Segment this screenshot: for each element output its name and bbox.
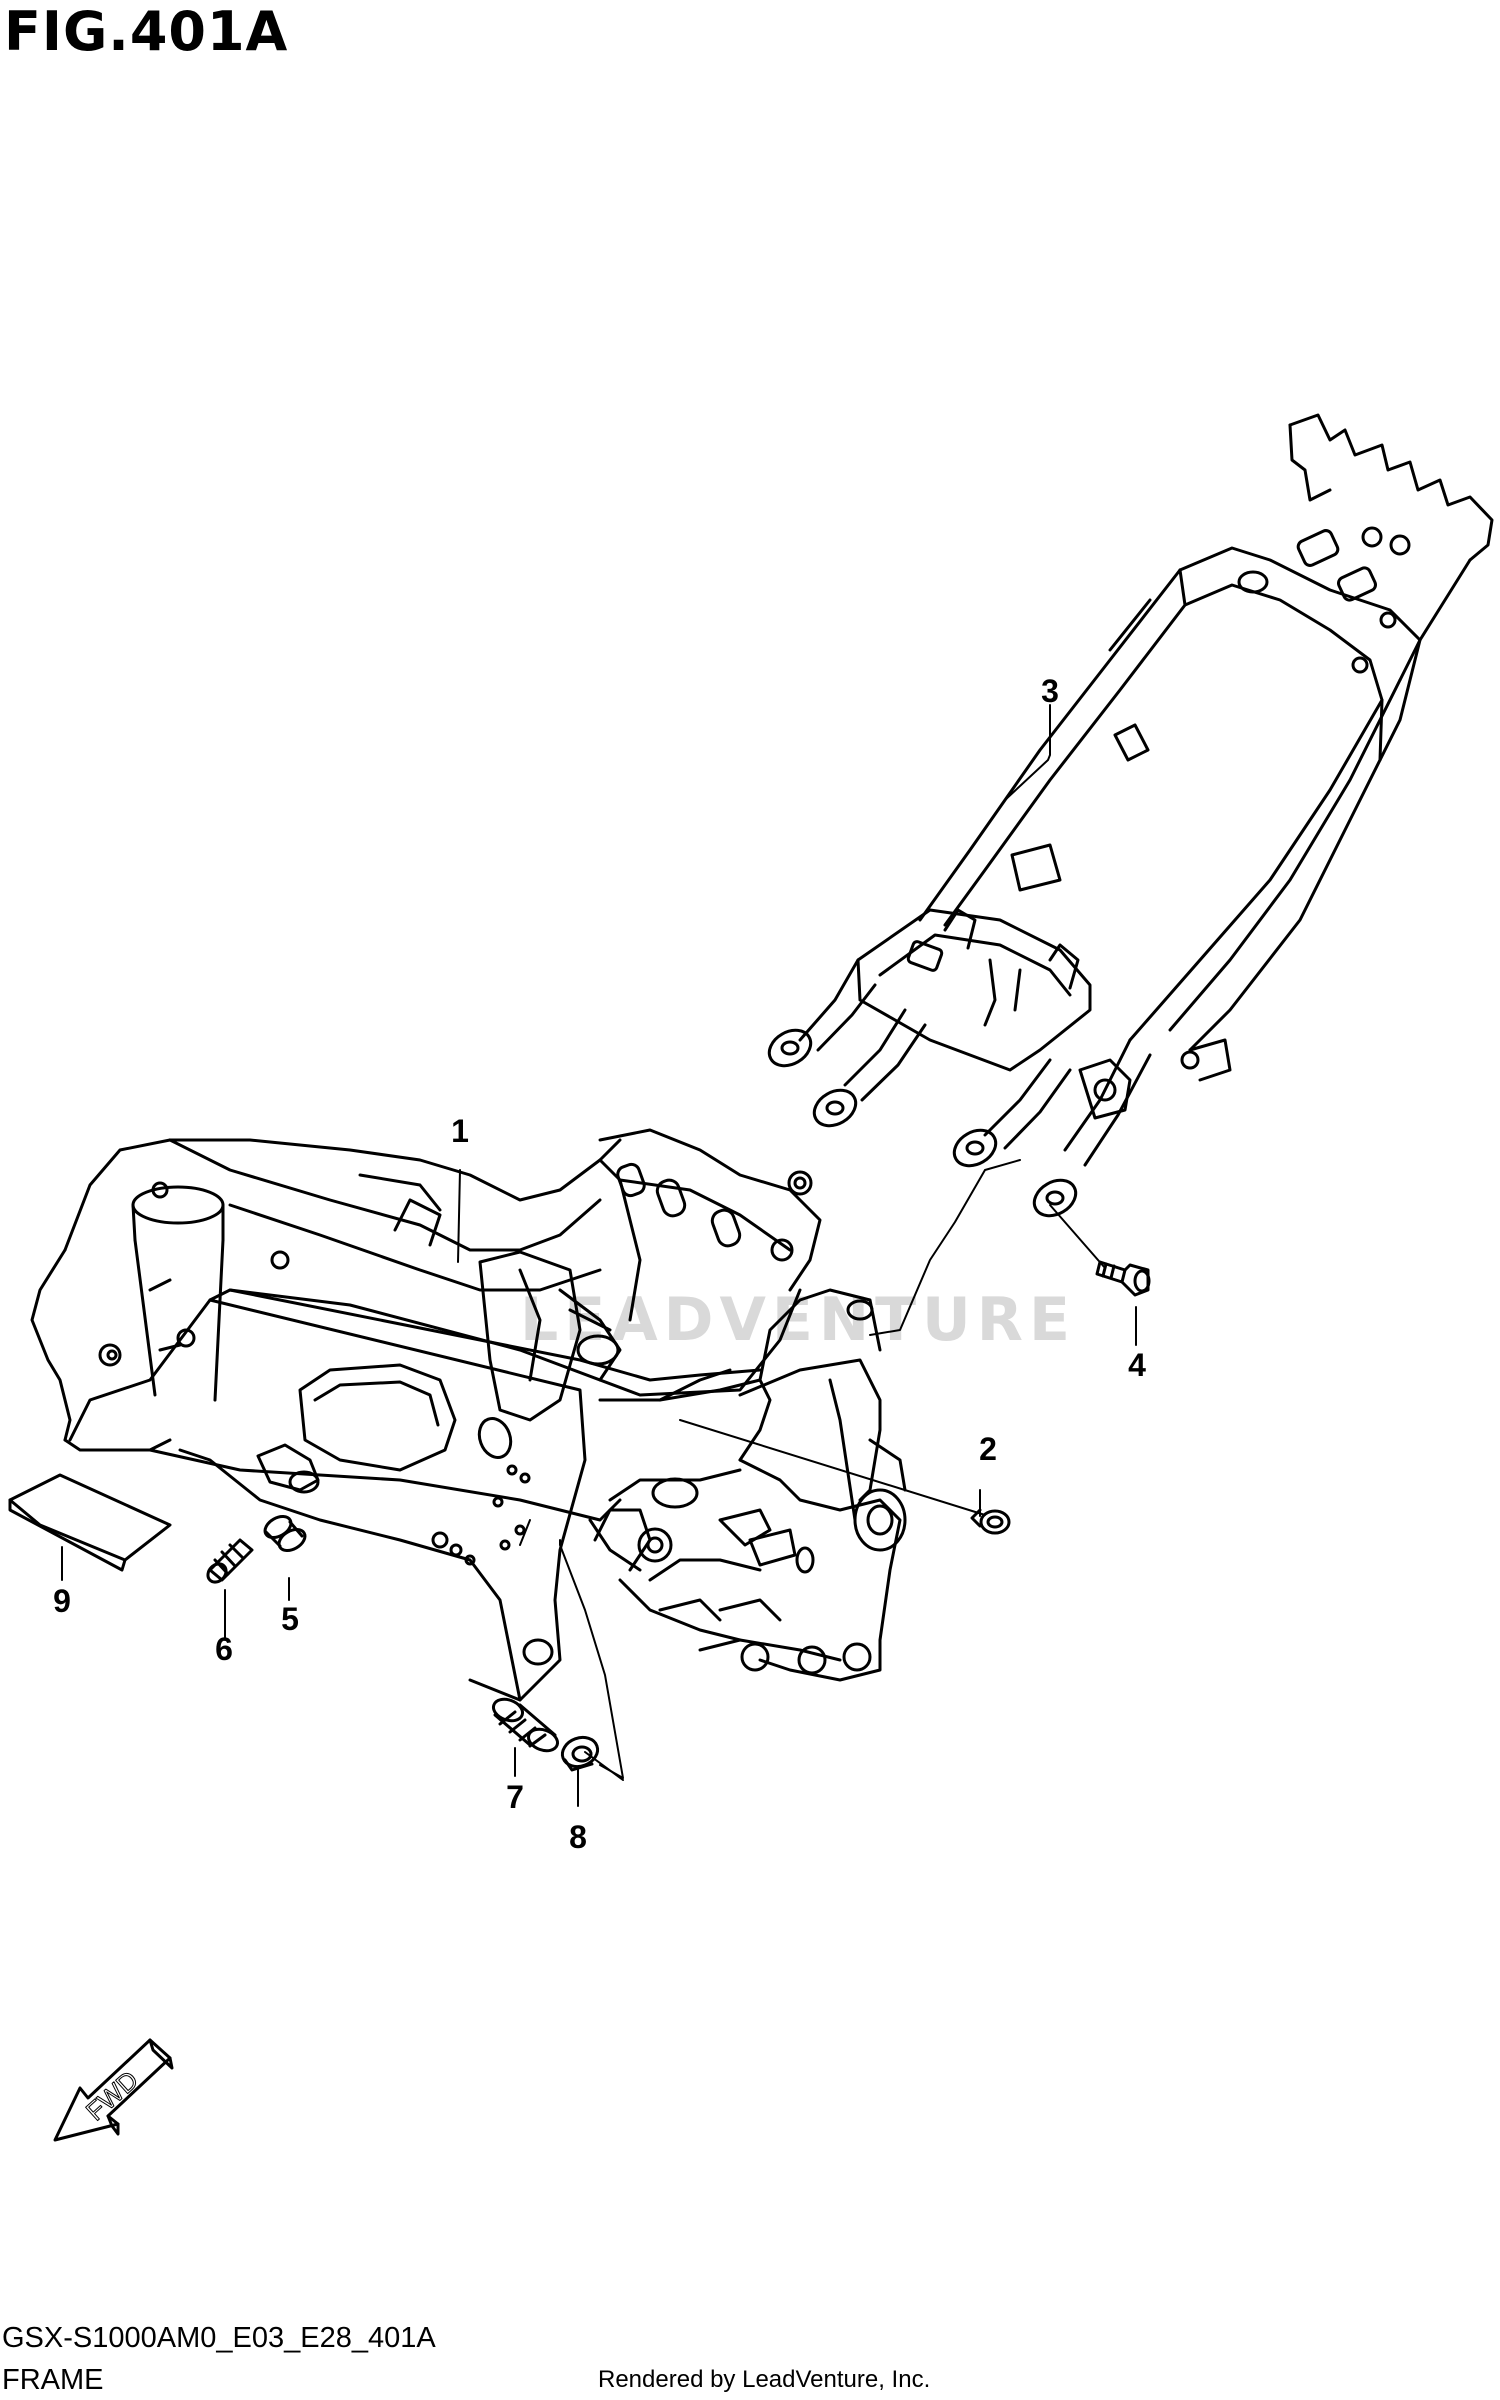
figure-title: FIG.401A	[4, 0, 289, 63]
main-frame-drawing	[30, 1128, 907, 1702]
watermark-text: LEADVENTURE	[520, 1285, 1076, 1355]
fwd-arrow-icon: FWD	[53, 2038, 174, 2142]
callout-3: 3	[1041, 673, 1059, 709]
model-code: GSX-S1000AM0_E03_E28_401A	[2, 2322, 436, 2354]
bolt-6-drawing	[206, 1538, 254, 1584]
callout-8: 8	[569, 1819, 587, 1855]
spacer-5-drawing	[263, 1515, 307, 1552]
nut-8-drawing	[560, 1735, 600, 1772]
bolt-4-drawing	[1095, 1260, 1151, 1297]
leader-lines	[61, 704, 1137, 1807]
callout-6: 6	[215, 1631, 233, 1667]
section-name: FRAME	[2, 2364, 104, 2396]
callout-4: 4	[1128, 1347, 1146, 1383]
seat-rail-drawing	[767, 413, 1494, 1218]
callout-5: 5	[281, 1601, 299, 1637]
callout-7: 7	[506, 1779, 524, 1815]
callout-9: 9	[53, 1583, 71, 1619]
callouts: 1 2 3 4 5 6 7 8 9	[53, 673, 1146, 1855]
callout-1: 1	[451, 1113, 469, 1149]
rendered-by-credit: Rendered by LeadVenture, Inc.	[598, 2366, 931, 2393]
callout-2: 2	[979, 1431, 997, 1467]
adjuster-7-drawing	[491, 1697, 560, 1753]
label-sticker-drawing	[8, 1473, 172, 1572]
